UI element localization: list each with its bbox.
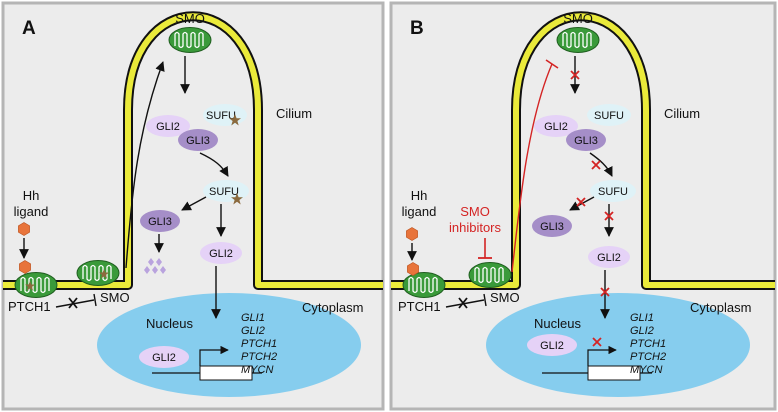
ptch1-inhibition-bar-b <box>483 293 487 307</box>
smo-top-label: SMO <box>175 11 205 26</box>
panel-a: A Nucleus GLI2 GLI1 GLI2 PTCH1 PTCH2 MYC… <box>1 1 385 411</box>
ptch1-receptor-icon-b <box>402 271 446 299</box>
arrow-complex-dissociation-b <box>589 152 613 177</box>
gli2-mid-b <box>588 246 630 268</box>
membrane-fill-b <box>391 13 775 288</box>
smo-top-label-b: SMO <box>563 11 593 26</box>
gene-mycn: MYCN <box>241 364 273 376</box>
transcription-arrow <box>199 345 229 366</box>
smo-top-icon-b <box>556 26 600 54</box>
ptch1-inhibition-cross-icon <box>68 297 78 309</box>
cytoplasm-label-b: Cytoplasm <box>690 300 751 315</box>
sufu-mid-label: SUFU <box>209 186 239 198</box>
ptch1-receptor-icon <box>14 271 58 299</box>
gli3-mid-b <box>532 215 572 237</box>
gli3-upper-label: GLI3 <box>186 135 210 147</box>
ptch1-inhibition-bar <box>93 293 97 307</box>
ptch1-label: PTCH1 <box>8 299 51 314</box>
sufu-upper-b <box>587 104 631 126</box>
inhibition-path-red <box>511 63 553 273</box>
gli2-nucleus-label-b: GLI2 <box>540 340 564 352</box>
gli2-mid-label: GLI2 <box>209 248 233 260</box>
arrow-smo-translocation <box>125 61 165 269</box>
inhibition-bar-red <box>545 59 559 69</box>
ptch1-inhibition-cross-icon-b <box>458 297 468 309</box>
hh-ligand-label-2-b: ligand <box>402 204 437 219</box>
hh-ligand-label-1-b: Hh <box>411 188 428 203</box>
gene-ptch2: PTCH2 <box>241 351 277 363</box>
hh-ligand-label-2: ligand <box>14 204 49 219</box>
ptch1-inhibition-line-b <box>445 299 485 308</box>
gli2-upper-b <box>534 115 578 137</box>
membrane-fill <box>3 13 383 288</box>
gli2-upper-label: GLI2 <box>156 121 180 133</box>
gene-mycn-b: MYCN <box>630 364 662 376</box>
arrow-complex-dissociation <box>199 152 229 177</box>
cytoplasm-label: Cytoplasm <box>302 300 363 315</box>
gene-gli1-b: GLI1 <box>630 312 654 324</box>
sufu-mid-label-b: SUFU <box>598 186 628 198</box>
gene-ptch1: PTCH1 <box>241 338 277 350</box>
gene-gli2: GLI2 <box>241 325 265 337</box>
cilium-label: Cilium <box>276 106 312 121</box>
gli3-upper-b <box>566 129 606 151</box>
nucleus-label-b: Nucleus <box>534 316 581 331</box>
gli2-nucleus-label: GLI2 <box>152 352 176 364</box>
gli2-mid <box>200 242 242 264</box>
smo-membrane-icon <box>76 259 120 287</box>
sufu-mid-b <box>590 180 636 202</box>
gene-ptch2-b: PTCH2 <box>630 351 666 363</box>
gli2-nucleus-b <box>527 334 577 356</box>
smo-inhibitors-label-1: SMO <box>460 204 490 219</box>
smo-inhibitors-label-2: inhibitors <box>449 220 502 235</box>
gli2-mid-label-b: GLI2 <box>597 252 621 264</box>
nucleus-b <box>486 293 750 397</box>
gli3-mid-label: GLI3 <box>148 216 172 228</box>
gli3-upper <box>178 129 218 151</box>
gli3-mid-label-b: GLI3 <box>540 221 564 233</box>
smo-bottom-label: SMO <box>100 290 130 305</box>
panel-a-letter: A <box>22 18 36 39</box>
nucleus <box>97 293 361 397</box>
gene-gli2-b: GLI2 <box>630 325 654 337</box>
panel-b-letter: B <box>410 18 424 39</box>
gli2-upper-label-b: GLI2 <box>544 121 568 133</box>
hh-ligand-label-1: Hh <box>23 188 40 203</box>
degradation-fragments <box>144 258 166 274</box>
arrow-to-gli3 <box>181 196 207 211</box>
gene-gli1: GLI1 <box>241 312 265 324</box>
gli2-nucleus <box>139 346 189 368</box>
ptch1-label-b: PTCH1 <box>398 299 441 314</box>
panel-b: B Nucleus GLI2 GLI1 GLI2 PTCH1 PTCH2 MYC… <box>389 1 777 411</box>
smo-top-icon <box>168 26 212 54</box>
smo-membrane-icon-b <box>468 261 512 289</box>
gli3-upper-label-b: GLI3 <box>574 135 598 147</box>
transcription-arrow-b <box>587 345 617 366</box>
gene-box <box>199 365 253 381</box>
gli3-mid <box>140 210 180 232</box>
sufu-upper-label: SUFU <box>206 110 236 122</box>
smo-bottom-label-b: SMO <box>490 290 520 305</box>
gene-box-b <box>587 365 641 381</box>
gene-ptch1-b: PTCH1 <box>630 338 666 350</box>
sufu-upper-label-b: SUFU <box>594 110 624 122</box>
nucleus-label: Nucleus <box>146 316 193 331</box>
cilium-label-b: Cilium <box>664 106 700 121</box>
ptch1-inhibition-line <box>55 299 95 308</box>
gli2-upper <box>146 115 190 137</box>
